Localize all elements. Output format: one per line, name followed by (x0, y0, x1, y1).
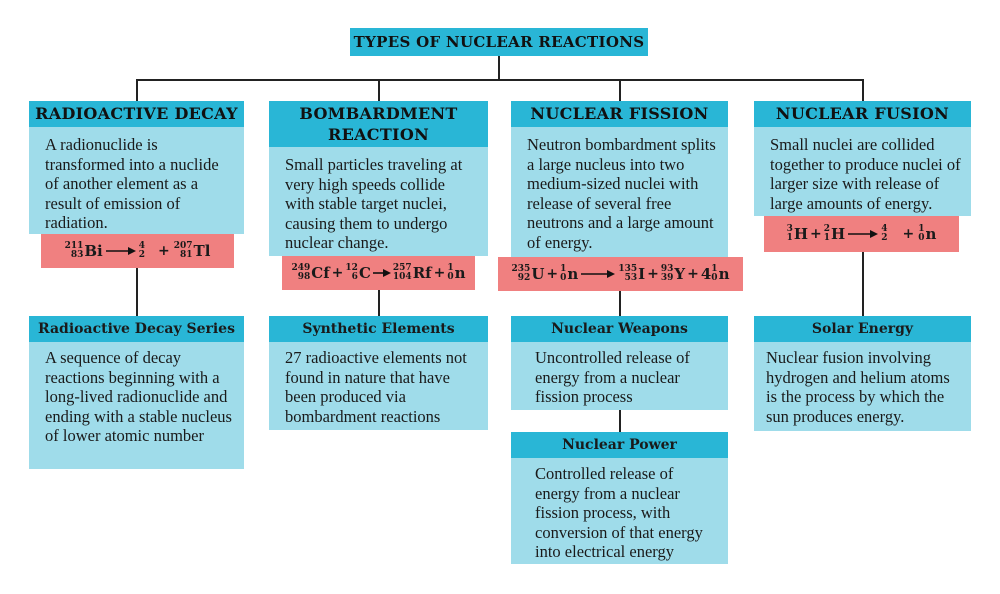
element-symbol: n (925, 225, 937, 243)
iso-atomic: 81 (180, 250, 193, 260)
branch-fission (619, 79, 621, 101)
heading-line: REACTION (328, 125, 429, 144)
element-symbol: H (831, 225, 846, 243)
category-heading-bombardment-reaction: BOMBARDMENT REACTION (269, 101, 488, 147)
subbox-heading-nuclear-power: Nuclear Power (511, 432, 728, 458)
category-heading-nuclear-fission: NUCLEAR FISSION (511, 101, 728, 127)
iso-atomic: 0 (918, 233, 925, 243)
category-description-bombardment-reaction: Small particles traveling at very high s… (269, 147, 488, 256)
iso-mass: 135 (618, 264, 638, 274)
element-symbol: n (567, 265, 579, 283)
iso-atomic: 6 (351, 272, 358, 282)
iso-mass: 257 (392, 263, 412, 273)
stem-power (619, 410, 621, 432)
element-symbol: Rf (412, 264, 432, 282)
stem-decay-series (136, 268, 138, 316)
stem-weapons (619, 291, 621, 316)
iso-atomic: 98 (297, 272, 311, 282)
category-description-nuclear-fusion: Small nuclei are collided together to pr… (754, 127, 971, 216)
branch-bar (136, 79, 863, 81)
subbox-heading-nuclear-weapons: Nuclear Weapons (511, 316, 728, 342)
subbox-heading-solar-energy: Solar Energy (754, 316, 971, 342)
title-stem (498, 55, 500, 80)
reaction-arrow-icon (105, 247, 136, 255)
iso-atomic: 39 (660, 273, 674, 283)
element-symbol: n (718, 265, 730, 283)
iso-mass: 93 (660, 264, 674, 274)
subbox-description-synthetic-elements: 27 radioactive elements not found in nat… (269, 342, 488, 430)
iso-mass: 1 (711, 264, 718, 274)
subbox-description-nuclear-power: Controlled release of energy from a nucl… (511, 458, 728, 564)
stem-synthetic (378, 290, 380, 316)
category-description-nuclear-fission: Neutron bombardment splits a large nucle… (511, 127, 728, 257)
branch-decay (136, 79, 138, 101)
element-symbol: Tl (193, 242, 211, 260)
iso-mass: 249 (291, 263, 311, 273)
iso-atomic: 2 (881, 233, 888, 243)
subbox-description-solar-energy: Nuclear fusion involving hydrogen and he… (754, 342, 971, 431)
iso-mass: 3 (786, 224, 793, 234)
iso-atomic: 0 (560, 273, 567, 283)
iso-mass: 4 (138, 241, 146, 251)
element-symbol: I (638, 265, 646, 283)
iso-atomic: 0 (711, 273, 718, 283)
category-heading-radioactive-decay: RADIOACTIVE DECAY (29, 101, 244, 127)
iso-atomic: 104 (392, 272, 412, 282)
element-symbol: H (793, 225, 809, 243)
reaction-arrow-icon (848, 230, 879, 238)
subbox-description-radioactive-decay-series: A sequence of decay reactions beginning … (29, 342, 244, 469)
branch-bombardment (378, 79, 380, 101)
reaction-arrow-icon (372, 269, 391, 277)
iso-mass: 4 (881, 224, 888, 234)
subbox-heading-radioactive-decay-series: Radioactive Decay Series (29, 316, 244, 342)
iso-mass: 1 (447, 263, 454, 273)
reaction-arrow-icon (581, 270, 616, 278)
element-symbol: Bi (84, 242, 103, 260)
iso-atomic: 2 (138, 250, 146, 260)
iso-atomic: 53 (624, 273, 638, 283)
heading-line: BOMBARDMENT (299, 104, 458, 123)
iso-mass: 12 (345, 263, 358, 273)
iso-mass: 2 (823, 224, 831, 234)
iso-atomic: 1 (786, 233, 793, 243)
element-symbol: Cf (311, 264, 330, 282)
iso-mass: 1 (918, 224, 925, 234)
iso-mass: 1 (560, 264, 567, 274)
branch-fusion (862, 79, 864, 101)
stem-solar (862, 252, 864, 316)
iso-atomic: 83 (70, 250, 84, 260)
element-symbol: U (531, 265, 545, 283)
iso-atomic: 1 (823, 233, 831, 243)
subbox-heading-synthetic-elements: Synthetic Elements (269, 316, 488, 342)
element-symbol: Y (674, 265, 686, 283)
subbox-description-nuclear-weapons: Uncontrolled release of energy from a nu… (511, 342, 728, 410)
coefficient: 4 (700, 265, 712, 283)
iso-mass: 211 (64, 241, 84, 251)
element-symbol: n (454, 264, 466, 282)
category-description-radioactive-decay: A radionuclide is transformed into a nuc… (29, 127, 244, 234)
element-symbol: C (358, 264, 371, 282)
diagram-title: TYPES OF NUCLEAR REACTIONS (350, 28, 648, 56)
iso-mass: 207 (173, 241, 193, 251)
iso-atomic: 92 (517, 273, 531, 283)
iso-atomic: 0 (447, 272, 454, 282)
iso-mass: 235 (511, 264, 531, 274)
category-heading-nuclear-fusion: NUCLEAR FUSION (754, 101, 971, 127)
